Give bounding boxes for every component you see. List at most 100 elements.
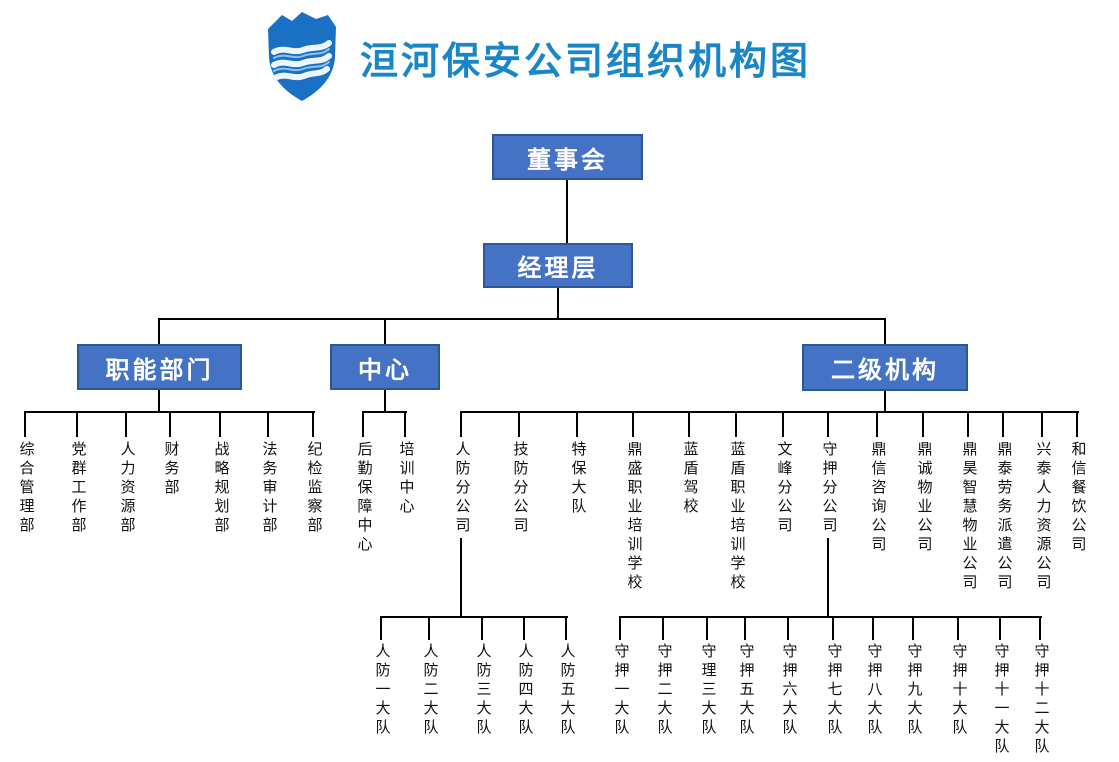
- leaf-secondary-10: 鼎昊智慧物业公司: [960, 441, 977, 593]
- connector-line: [922, 411, 924, 437]
- connector-line: [76, 411, 78, 437]
- leaf-secondary-8: 鼎信咨询公司: [869, 441, 886, 555]
- leaf-renfang-4: 人防五大队: [558, 643, 575, 738]
- leaf-shouya-10: 守押十二大队: [1032, 643, 1049, 757]
- leaf-secondary-11: 鼎泰劳务派遣公司: [995, 441, 1012, 593]
- leaf-secondary-13: 和信餐饮公司: [1069, 441, 1086, 555]
- leaf-shouya-7: 守押九大队: [905, 643, 922, 738]
- leaf-secondary-12: 兴泰人力资源公司: [1034, 441, 1051, 593]
- connector-line: [1002, 411, 1004, 437]
- connector-line: [662, 616, 664, 640]
- leaf-functional-4: 战略规划部: [212, 441, 229, 536]
- connector-line: [1039, 616, 1041, 640]
- connector-line: [158, 390, 160, 413]
- connector-line: [876, 411, 878, 437]
- connector-line: [706, 616, 708, 640]
- connector-line: [362, 411, 407, 413]
- leaf-secondary-9: 鼎诚物业公司: [915, 441, 932, 555]
- connector-line: [566, 180, 568, 243]
- leaf-shouya-3: 守押五大队: [737, 643, 754, 738]
- connector-line: [957, 616, 959, 640]
- connector-line: [384, 318, 386, 344]
- connector-line: [24, 411, 26, 437]
- org-box-functional-departments: 职能部门: [77, 344, 242, 390]
- connector-line: [518, 411, 520, 437]
- leaf-secondary-5: 蓝盾职业培训学校: [728, 441, 745, 593]
- leaf-functional-5: 法务审计部: [260, 441, 277, 536]
- connector-line: [481, 616, 483, 640]
- leaf-secondary-7: 守押分公司: [820, 441, 837, 536]
- connector-line: [884, 391, 886, 411]
- connector-line: [557, 288, 559, 320]
- connector-line: [125, 411, 127, 437]
- leaf-shouya-5: 守押七大队: [825, 643, 842, 738]
- connector-line: [782, 411, 784, 437]
- connector-line: [884, 318, 886, 344]
- leaf-secondary-3: 鼎盛职业培训学校: [625, 441, 642, 593]
- leaf-renfang-3: 人防四大队: [516, 643, 533, 738]
- leaf-shouya-0: 守押一大队: [612, 643, 629, 738]
- leaf-shouya-9: 守押十一大队: [992, 643, 1009, 757]
- connector-line: [428, 616, 430, 640]
- leaf-secondary-2: 特保大队: [569, 441, 586, 517]
- leaf-functional-2: 人力资源部: [118, 441, 135, 536]
- connector-line: [460, 411, 462, 437]
- connector-line: [362, 411, 364, 437]
- leaf-shouya-2: 守理三大队: [699, 643, 716, 738]
- connector-line: [460, 411, 1079, 413]
- leaf-shouya-8: 守押十大队: [950, 643, 967, 738]
- leaf-functional-1: 党群工作部: [69, 441, 86, 536]
- leaf-secondary-0: 人防分公司: [453, 441, 470, 536]
- connector-line: [380, 616, 568, 618]
- connector-line: [158, 318, 886, 320]
- page-title: 洹河保安公司组织机构图: [360, 41, 812, 83]
- leaf-center-1: 培训中心: [397, 441, 414, 517]
- connector-line: [523, 616, 525, 640]
- connector-line: [827, 538, 829, 618]
- connector-line: [1076, 411, 1078, 437]
- connector-line: [872, 616, 874, 640]
- connector-line: [912, 616, 914, 640]
- org-box-centers: 中心: [330, 344, 440, 390]
- connector-line: [619, 616, 621, 640]
- connector-line: [632, 411, 634, 437]
- org-box-board: 董事会: [492, 134, 643, 180]
- connector-line: [1041, 411, 1043, 437]
- connector-line: [832, 616, 834, 640]
- connector-line: [787, 616, 789, 640]
- leaf-functional-6: 纪检监察部: [305, 441, 322, 536]
- leaf-functional-0: 综合管理部: [17, 441, 34, 536]
- leaf-renfang-2: 人防三大队: [474, 643, 491, 738]
- connector-line: [688, 411, 690, 437]
- leaf-functional-3: 财务部: [162, 441, 179, 498]
- connector-line: [380, 616, 382, 640]
- connector-line: [735, 411, 737, 437]
- leaf-center-0: 后勤保障中心: [355, 441, 372, 555]
- leaf-renfang-1: 人防二大队: [421, 643, 438, 738]
- connector-line: [460, 538, 462, 618]
- connector-line: [267, 411, 269, 437]
- connector-line: [219, 411, 221, 437]
- leaf-shouya-1: 守押二大队: [655, 643, 672, 738]
- org-box-management: 经理层: [483, 243, 633, 288]
- leaf-secondary-4: 蓝盾驾校: [681, 441, 698, 517]
- connector-line: [619, 616, 1042, 618]
- connector-line: [384, 390, 386, 411]
- connector-line: [169, 411, 171, 437]
- connector-line: [312, 411, 314, 437]
- connector-line: [576, 411, 578, 437]
- connector-line: [404, 411, 406, 437]
- leaf-secondary-6: 文峰分公司: [775, 441, 792, 536]
- leaf-renfang-0: 人防一大队: [373, 643, 390, 738]
- connector-line: [999, 616, 1001, 640]
- leaf-shouya-6: 守押八大队: [865, 643, 882, 738]
- org-box-secondary-institutions: 二级机构: [802, 344, 968, 391]
- leaf-shouya-4: 守押六大队: [780, 643, 797, 738]
- leaf-secondary-1: 技防分公司: [511, 441, 528, 536]
- connector-line: [565, 616, 567, 640]
- connector-line: [967, 411, 969, 437]
- connector-line: [827, 411, 829, 437]
- connector-line: [158, 318, 160, 344]
- connector-line: [744, 616, 746, 640]
